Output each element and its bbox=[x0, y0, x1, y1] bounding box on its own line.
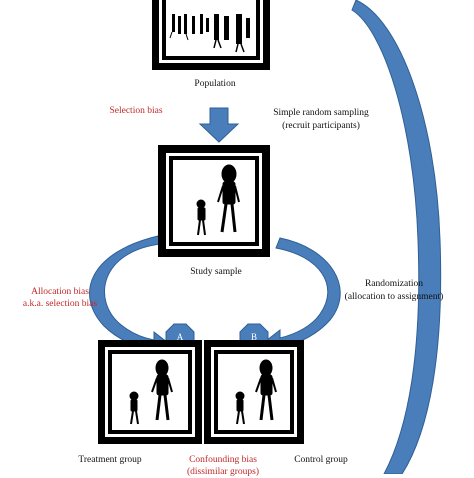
badge-a-label: A bbox=[176, 332, 184, 342]
sampling-label-line2: (recruit participants) bbox=[282, 121, 360, 131]
selection-bias-label: Selection bias bbox=[109, 106, 163, 116]
control-group-frame bbox=[204, 340, 304, 444]
randomization-line1: Randomization bbox=[364, 279, 424, 289]
treatment-silhouettes-icon bbox=[129, 359, 173, 425]
crowd-silhouettes-icon bbox=[169, 14, 250, 53]
sampling-label-line1: Simple random sampling bbox=[273, 108, 369, 118]
study-sample-frame bbox=[158, 145, 270, 257]
treatment-group-frame bbox=[98, 340, 202, 444]
population-frame bbox=[152, 0, 270, 70]
sampling-arrow bbox=[198, 107, 240, 143]
control-silhouettes-icon bbox=[235, 359, 277, 425]
person-silhouette-icon bbox=[196, 164, 240, 236]
badge-b-label: B bbox=[250, 332, 257, 342]
control-group-label: Control group bbox=[294, 455, 348, 465]
randomization-line2: (allocation to assignment) bbox=[344, 292, 444, 302]
confounding-bias-line2: (dissimilar groups) bbox=[186, 467, 260, 477]
study-sample-label: Study sample bbox=[190, 267, 242, 277]
allocation-bias-line1: Allocation bias bbox=[31, 287, 89, 297]
randomization-arrow-right bbox=[261, 237, 341, 357]
confounding-bias-line1: Confounding bias bbox=[189, 455, 257, 465]
treatment-group-label: Treatment group bbox=[78, 455, 142, 465]
feedback-arrow bbox=[351, 0, 442, 474]
population-label: Population bbox=[194, 79, 236, 89]
allocation-bias-line2: a.k.a. selection bias bbox=[22, 299, 98, 309]
